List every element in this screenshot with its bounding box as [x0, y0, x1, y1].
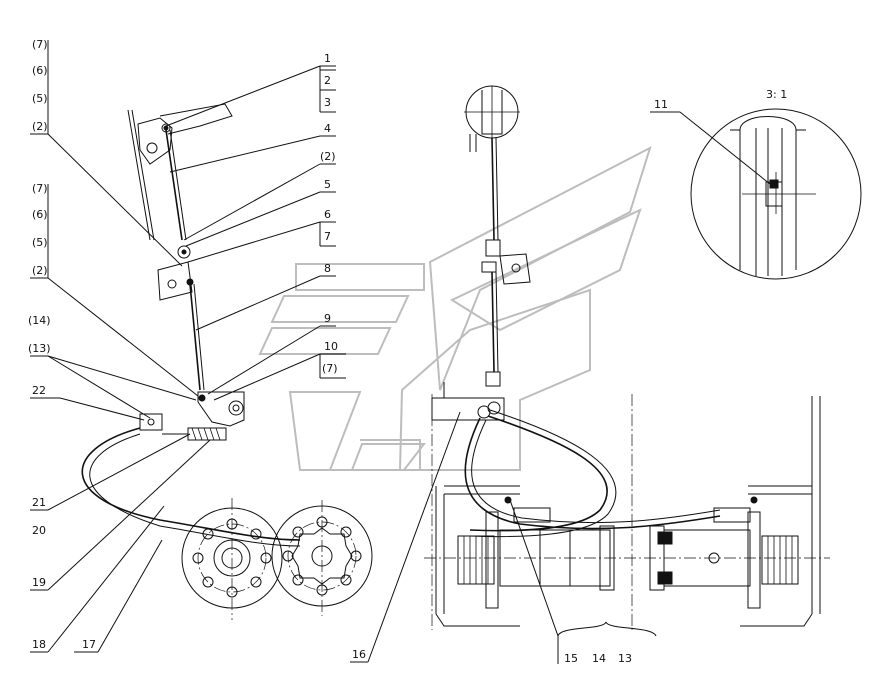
- callout-5a: (5): [32, 92, 48, 105]
- watermark-logo: [258, 146, 652, 471]
- leader-lines: [30, 65, 771, 664]
- callout-1: 1: [324, 52, 331, 65]
- callout-3: 3: [324, 96, 331, 109]
- callout-13b: 13: [618, 652, 632, 665]
- callout-17: 17: [82, 638, 96, 651]
- callout-13: (13): [28, 342, 51, 355]
- callout-18: 18: [32, 638, 46, 651]
- callout-8: 8: [324, 262, 331, 275]
- detail-view: [690, 108, 862, 280]
- pedal-assembly: [127, 103, 245, 441]
- vertical-rod-assembly: [431, 85, 531, 421]
- callout-2c: (2): [320, 150, 336, 163]
- callout-19: 19: [32, 576, 46, 589]
- callout-22: 22: [32, 384, 46, 397]
- callout-14b: 14: [592, 652, 606, 665]
- motor-frame: [424, 394, 830, 630]
- scale-label: 3: 1: [766, 88, 787, 101]
- callout-6a: (6): [32, 64, 48, 77]
- callout-10: 10: [324, 340, 338, 353]
- callout-7b: (7): [32, 182, 48, 195]
- callout-2: 2: [324, 74, 331, 87]
- callout-2b: (2): [32, 264, 48, 277]
- sprocket-left: [181, 498, 283, 620]
- callout-9: 9: [324, 312, 331, 325]
- sprocket-right: [271, 500, 373, 616]
- callout-boxes: [320, 69, 346, 379]
- callout-7c: (7): [322, 362, 338, 375]
- callout-5b: (5): [32, 236, 48, 249]
- callout-11: 11: [654, 98, 668, 111]
- callout-2a: (2): [32, 120, 48, 133]
- callout-5: 5: [324, 178, 331, 191]
- callout-16: 16: [352, 648, 366, 661]
- callout-15: 15: [564, 652, 578, 665]
- callout-20: 20: [32, 524, 46, 537]
- callout-7: 7: [324, 230, 331, 243]
- callout-21: 21: [32, 496, 46, 509]
- callout-4: 4: [324, 122, 331, 135]
- callout-6: 6: [324, 208, 331, 221]
- callout-6b: (6): [32, 208, 48, 221]
- callouts: (7) (6) (5) (2) (7) (6) (5) (2) (14) (13…: [28, 38, 787, 665]
- callout-7a: (7): [32, 38, 48, 51]
- callout-14: (14): [28, 314, 51, 327]
